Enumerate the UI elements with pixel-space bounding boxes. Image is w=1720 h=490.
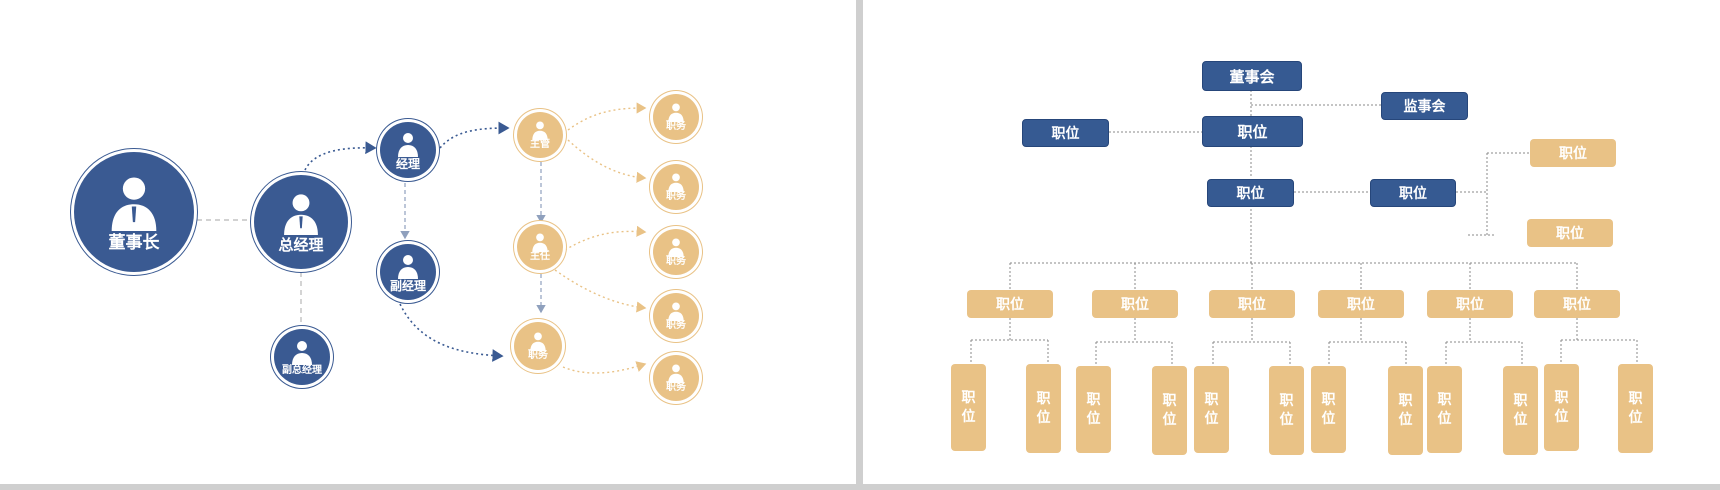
manager-label: 经理 <box>395 156 420 171</box>
position-box-leaf[interactable]: 职位 <box>1388 366 1423 455</box>
board-box[interactable]: 董事会 <box>1202 61 1302 91</box>
person-icon <box>530 332 546 351</box>
duty-node-3[interactable]: 职务 <box>653 229 699 275</box>
supervisor-label: 主管 <box>530 139 550 150</box>
left-slide: 董事长 总经理 副总经理 经理 副经理 主管 主任 职务 职务 职 <box>0 0 856 484</box>
person-icon <box>668 103 684 122</box>
chairman-label: 董事长 <box>108 232 160 253</box>
duty-label: 职务 <box>666 382 686 393</box>
position-box-leaf[interactable]: 职位 <box>1152 366 1187 455</box>
position-box-side-bottom[interactable]: 职位 <box>1527 219 1613 247</box>
person-icon <box>668 364 684 383</box>
duty-label: 职务 <box>666 191 686 202</box>
general-manager-label: 总经理 <box>278 236 324 254</box>
position-box-leaf[interactable]: 职位 <box>1618 364 1653 453</box>
director-node[interactable]: 主任 <box>517 224 563 270</box>
position-box-group-3[interactable]: 职位 <box>1209 290 1295 318</box>
person-icon <box>398 254 418 279</box>
position-box-leaf[interactable]: 职位 <box>1026 364 1061 453</box>
position-box-group-2[interactable]: 职位 <box>1092 290 1178 318</box>
chairman-node[interactable]: 董事长 <box>74 152 194 272</box>
position-box-main[interactable]: 职位 <box>1202 116 1303 147</box>
deputy-general-manager-node[interactable]: 副总经理 <box>274 329 330 385</box>
deputy-manager-node[interactable]: 副经理 <box>380 244 436 300</box>
right-slide: 董事会 监事会 职位 职位 职位 职位 职位 职位 职位 职位 职位 职位 职位… <box>863 0 1720 484</box>
duty-node-mid[interactable]: 职务 <box>514 322 562 370</box>
position-box-leaf[interactable]: 职位 <box>1544 364 1579 451</box>
person-icon <box>284 194 318 235</box>
person-icon <box>532 121 548 140</box>
position-box-leaf[interactable]: 职位 <box>951 364 986 451</box>
position-box-side[interactable]: 职位 <box>1370 179 1456 207</box>
person-icon <box>111 176 157 231</box>
supervisory-board-box[interactable]: 监事会 <box>1381 92 1468 120</box>
position-box-leaf[interactable]: 职位 <box>1311 366 1346 453</box>
person-icon <box>292 340 312 365</box>
general-manager-node[interactable]: 总经理 <box>254 175 348 269</box>
manager-node[interactable]: 经理 <box>380 122 436 178</box>
position-box-group-5[interactable]: 职位 <box>1427 290 1513 318</box>
duty-node-2[interactable]: 职务 <box>653 164 699 210</box>
director-label: 主任 <box>530 251 550 262</box>
duty-label: 职务 <box>666 320 686 331</box>
position-box-leaf[interactable]: 职位 <box>1269 366 1304 455</box>
position-box-leaf[interactable]: 职位 <box>1503 366 1538 455</box>
person-icon <box>668 173 684 192</box>
position-box-leaf[interactable]: 职位 <box>1427 366 1462 453</box>
person-icon <box>668 302 684 321</box>
position-box-leaf[interactable]: 职位 <box>1194 366 1229 453</box>
deputy-manager-label: 副经理 <box>389 278 426 293</box>
duty-node-4[interactable]: 职务 <box>653 293 699 339</box>
position-box-group-4[interactable]: 职位 <box>1318 290 1404 318</box>
duty-label: 职务 <box>666 256 686 267</box>
duty-label: 职务 <box>666 121 686 132</box>
position-box-side-top[interactable]: 职位 <box>1530 139 1616 167</box>
duty-node-5[interactable]: 职务 <box>653 355 699 401</box>
duty-label: 职务 <box>528 350 548 361</box>
position-box-level3[interactable]: 职位 <box>1207 179 1294 207</box>
person-icon <box>398 132 418 157</box>
person-icon <box>668 238 684 257</box>
position-box-left[interactable]: 职位 <box>1022 119 1109 147</box>
position-box-group-6[interactable]: 职位 <box>1534 290 1620 318</box>
position-box-leaf[interactable]: 职位 <box>1076 366 1111 453</box>
position-box-group-1[interactable]: 职位 <box>967 290 1053 318</box>
deputy-general-manager-label: 副总经理 <box>282 364 322 376</box>
duty-node-1[interactable]: 职务 <box>653 94 699 140</box>
supervisor-node[interactable]: 主管 <box>517 112 563 158</box>
person-icon <box>532 233 548 252</box>
